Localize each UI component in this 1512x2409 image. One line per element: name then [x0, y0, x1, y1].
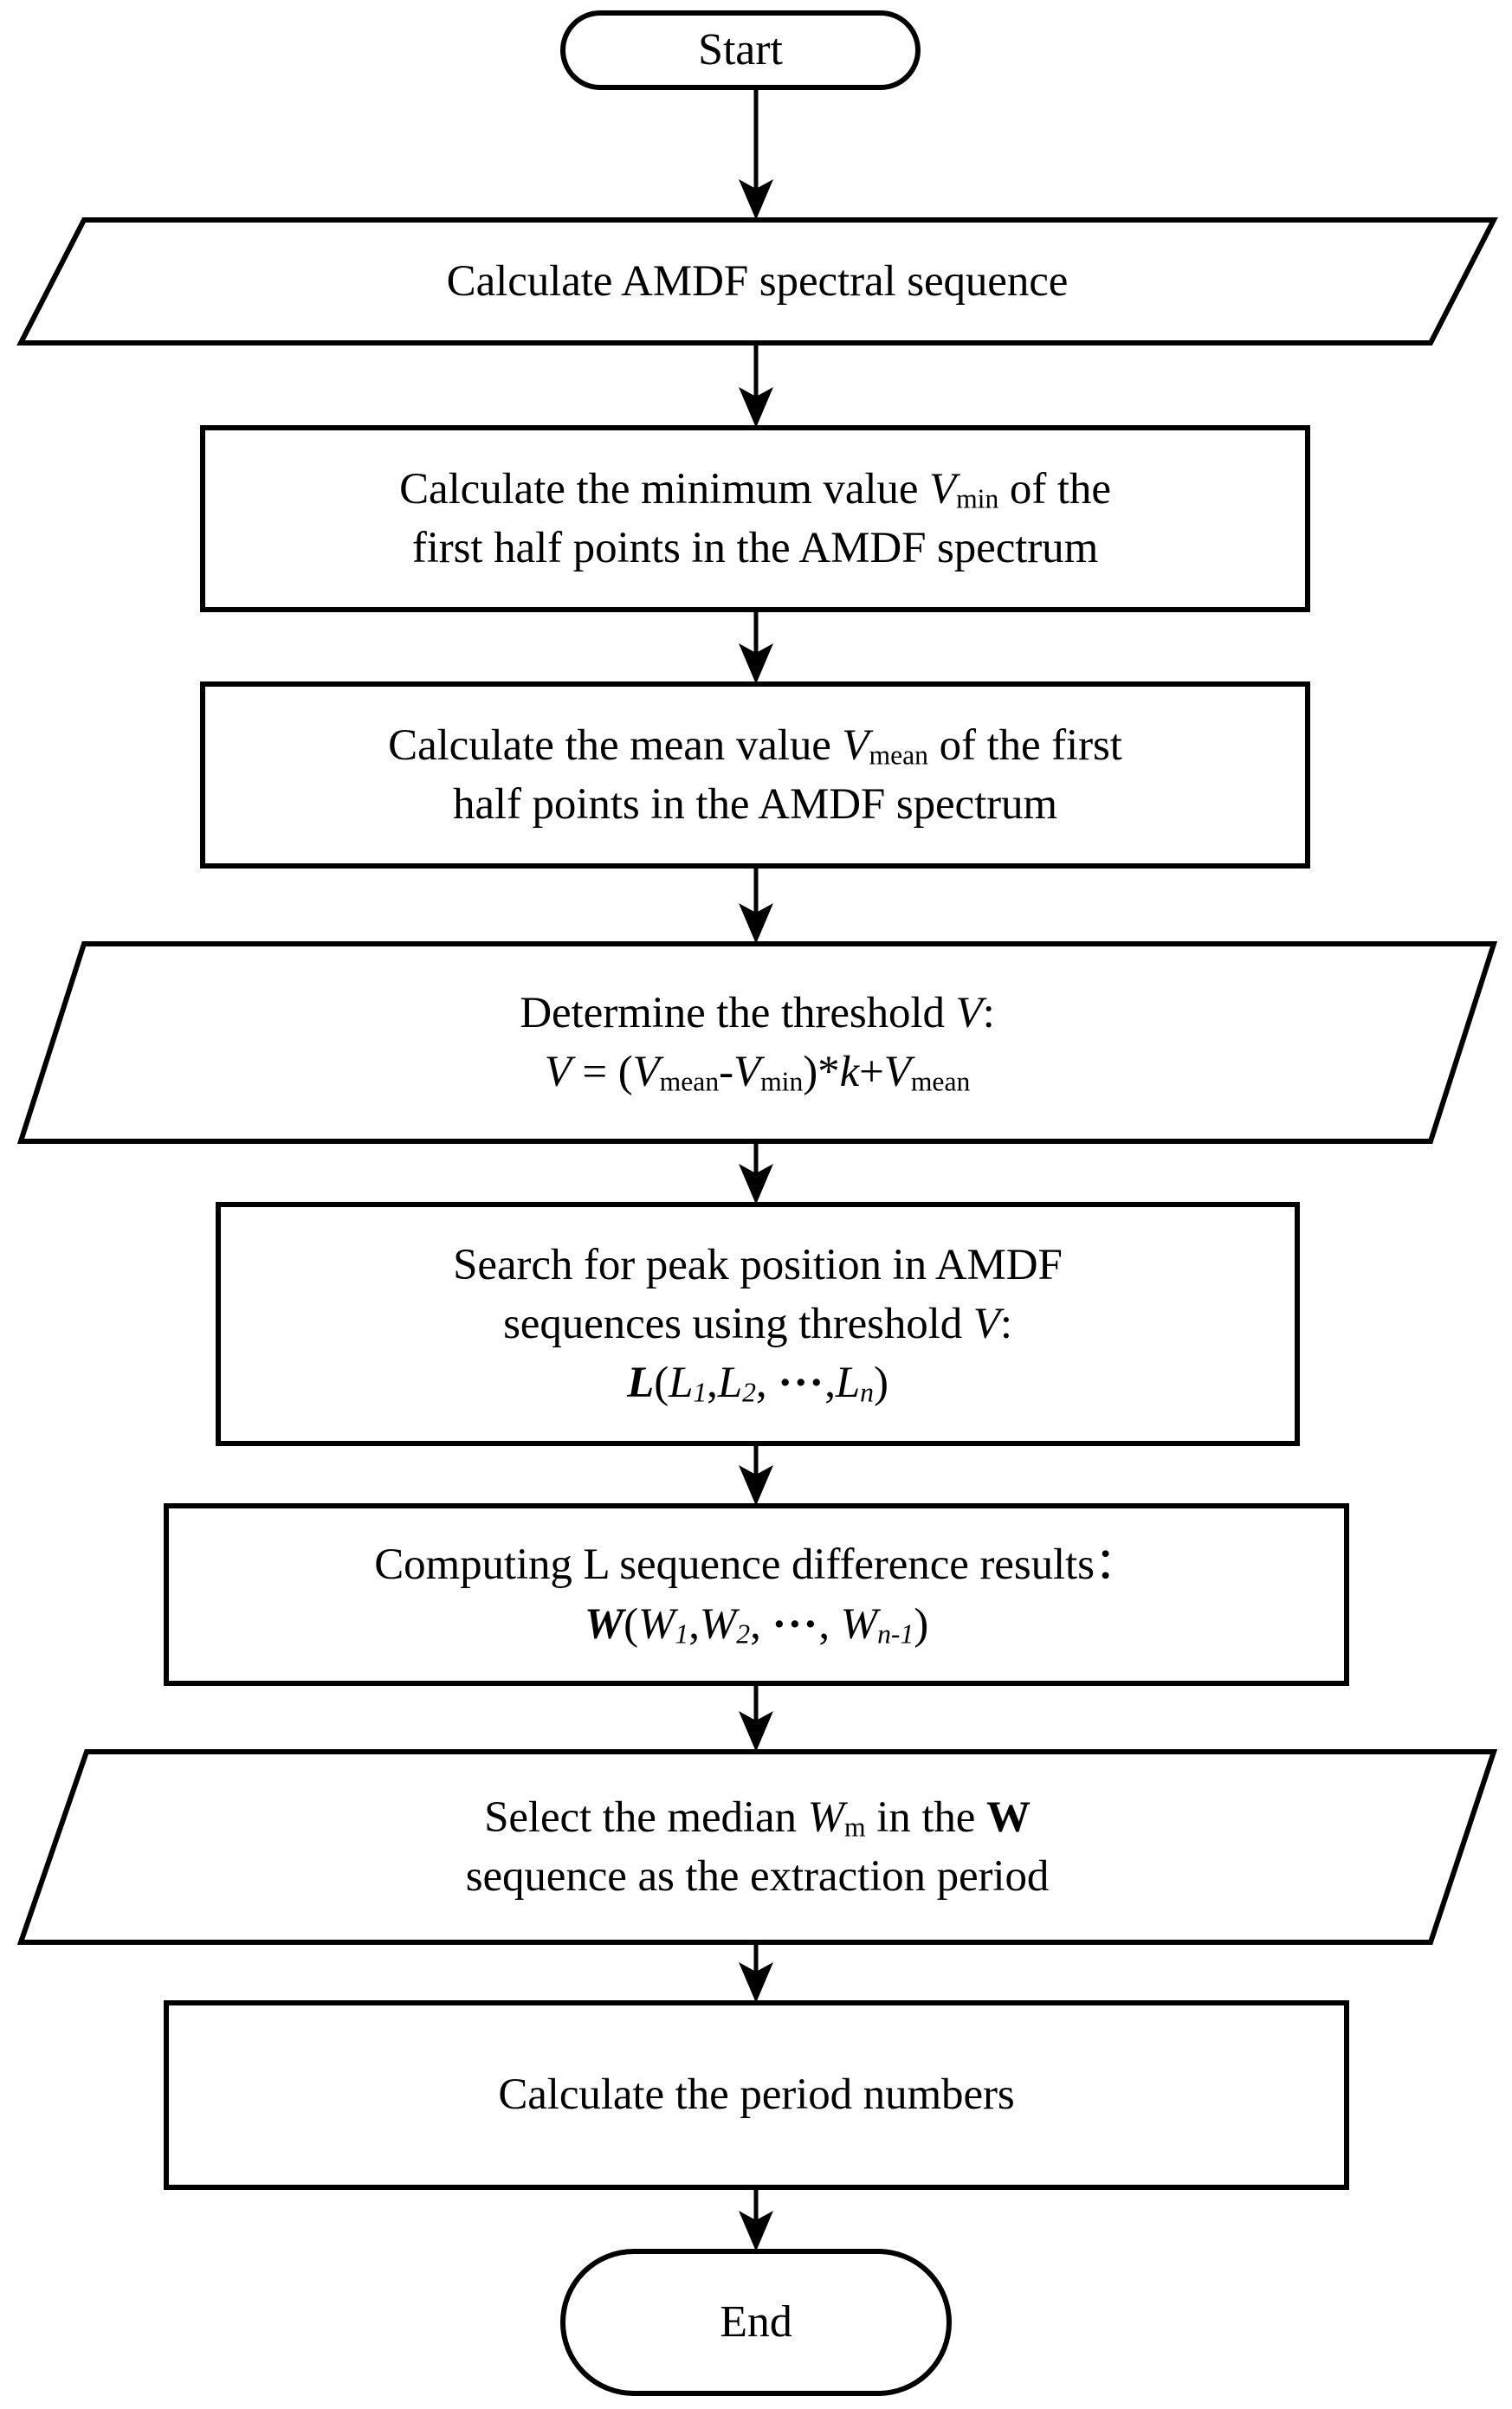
edge-compute-diff-to-select-median: [739, 1683, 773, 1752]
node-shape-calc-vmean[interactable]: [200, 681, 1310, 869]
node-shape-calc-vmin[interactable]: [200, 425, 1310, 612]
node-shape-start[interactable]: [560, 10, 921, 90]
node-shape-calc-period-numbers[interactable]: [164, 2000, 1349, 2190]
node-shape-determine-threshold[interactable]: [16, 941, 1498, 1144]
edge-calc-amdf-to-calc-vmin: [739, 343, 773, 428]
edge-select-median-to-calc-period-numbers: [739, 1942, 773, 2003]
node-shape-search-peak[interactable]: [216, 1202, 1300, 1446]
node-shape-compute-diff[interactable]: [164, 1503, 1349, 1686]
node-shape-end[interactable]: [560, 2249, 952, 2396]
node-shape-select-median[interactable]: [16, 1749, 1498, 1945]
edge-determine-threshold-to-search-peak: [739, 1141, 773, 1204]
edge-calc-vmean-to-determine-threshold: [739, 866, 773, 944]
edge-calc-period-numbers-to-end: [739, 2187, 773, 2251]
edge-start-to-calc-amdf: [739, 87, 773, 220]
edge-search-peak-to-compute-diff: [739, 1443, 773, 1506]
edge-calc-vmin-to-calc-vmean: [739, 610, 773, 684]
node-shape-calc-amdf[interactable]: [16, 217, 1498, 346]
